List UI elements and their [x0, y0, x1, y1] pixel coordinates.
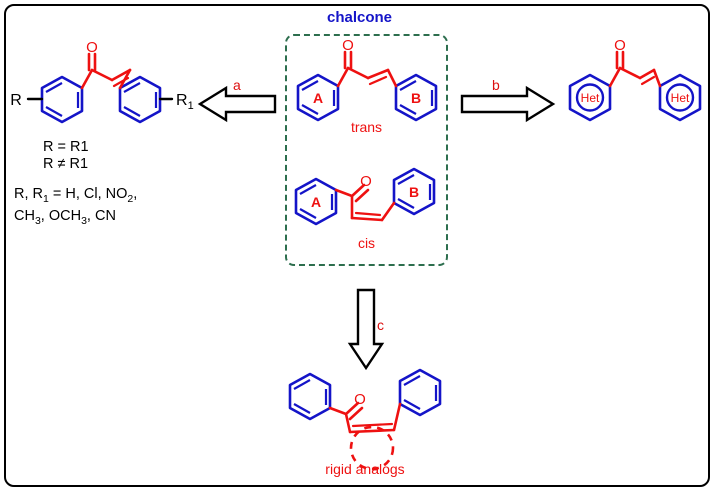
- figure-border: [4, 4, 710, 487]
- ring-a-label: A: [313, 90, 323, 106]
- carbonyl-oxygen-label: O: [354, 391, 366, 408]
- carbonyl-oxygen-label: O: [614, 37, 626, 54]
- trans-caption: trans: [350, 119, 383, 135]
- carbonyl-oxygen-label: O: [342, 37, 354, 54]
- het-ring-right-label: Het: [671, 91, 690, 105]
- het-ring-left-label: Het: [581, 91, 600, 105]
- substituent-list: R, R1 = H, Cl, NO2, CH3, OCH3, CN: [14, 186, 138, 227]
- ring-b-label: B: [409, 184, 419, 200]
- arrow-b-label: b: [492, 77, 500, 93]
- arrow-a-label: a: [233, 77, 241, 93]
- carbonyl-oxygen-label: O: [86, 39, 98, 56]
- r-substituent-label: R: [10, 92, 22, 109]
- rigid-analogs-caption: rigid analogs: [325, 461, 405, 477]
- r1-substituent-label: R1: [176, 92, 194, 112]
- arrow-c-label: c: [377, 317, 384, 333]
- carbonyl-oxygen-label: O: [360, 173, 372, 190]
- page-title: chalcone: [326, 9, 393, 26]
- ring-a-label: A: [311, 194, 321, 210]
- ring-b-label: B: [411, 90, 421, 106]
- cis-caption: cis: [357, 235, 376, 251]
- r-relation-notes: R = R1 R ≠ R1: [43, 139, 89, 172]
- constraint-ring-dashed: [349, 425, 395, 471]
- chalcone-group-box: [285, 34, 448, 266]
